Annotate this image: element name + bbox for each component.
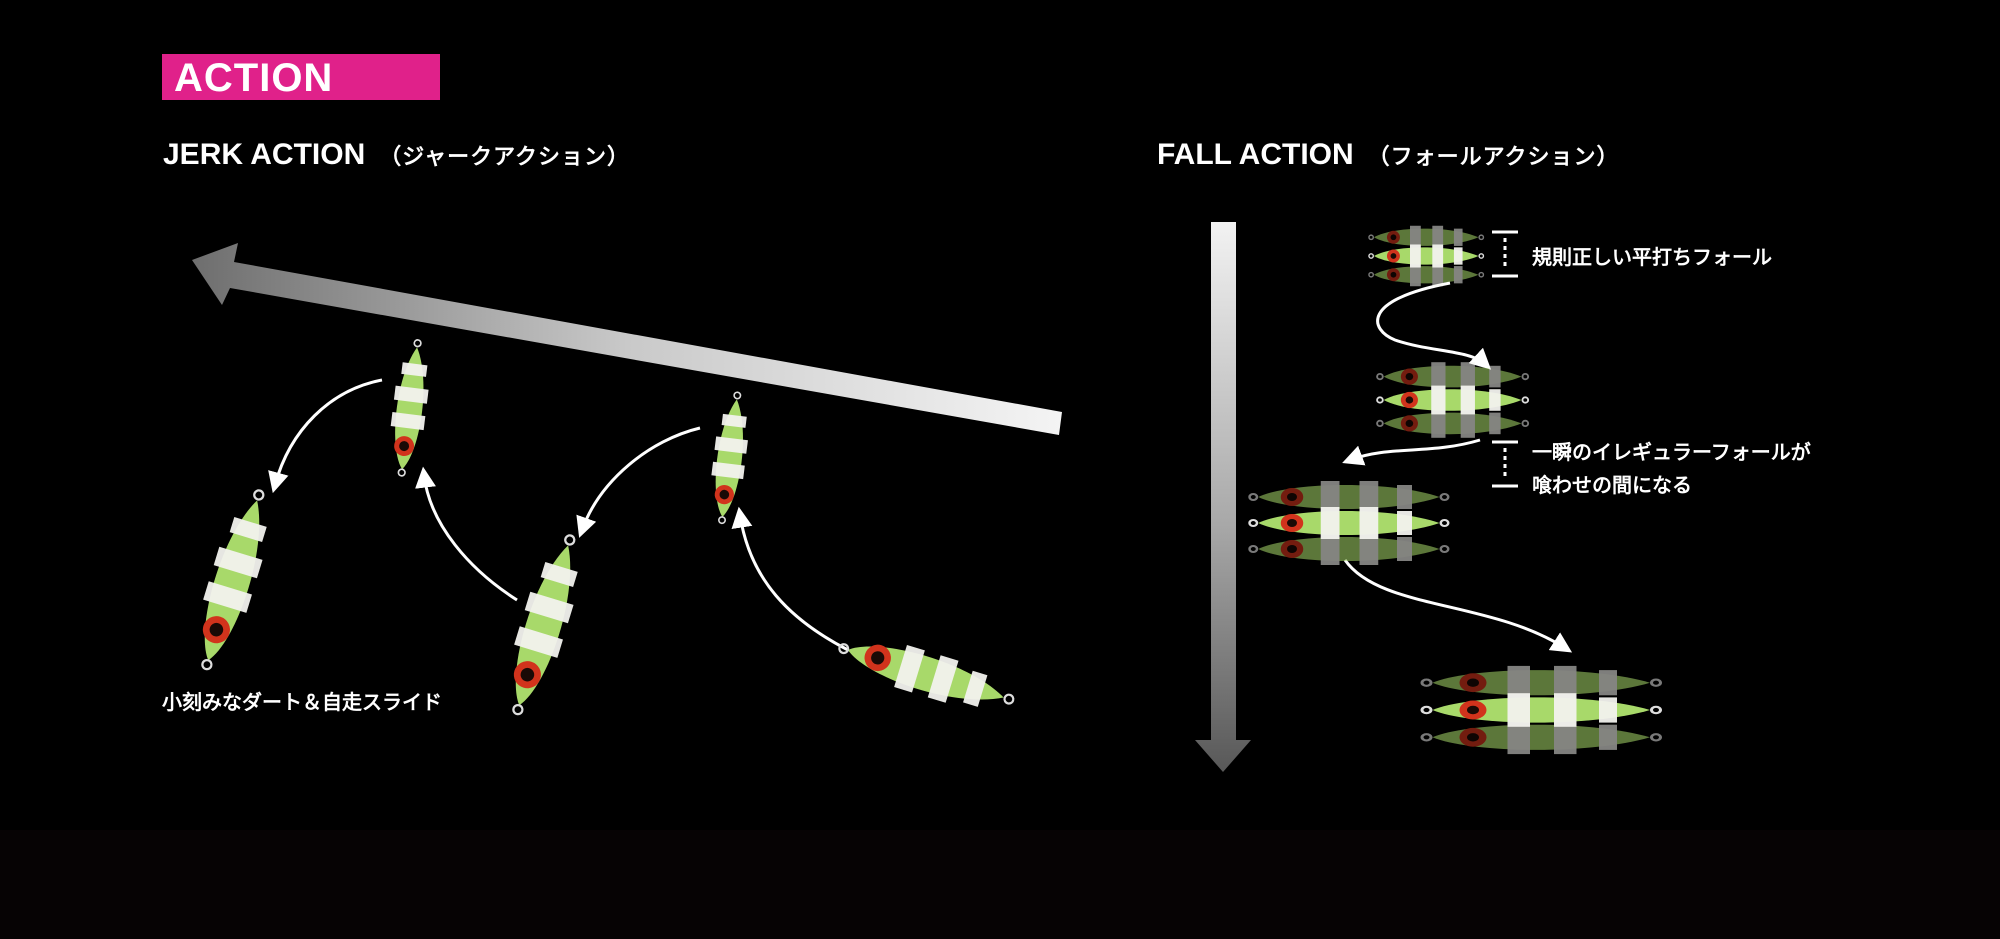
- fall-path-arrow-2: [1342, 438, 1481, 466]
- fall-path-arrow-3: [1343, 559, 1573, 653]
- fall-path-arrows: [1342, 281, 1573, 653]
- action-diagram: [182, 222, 2000, 772]
- fall-note-regular: 規則正しい平打ちフォール: [1532, 245, 1772, 269]
- bottom-band: [0, 830, 2000, 939]
- fall-bracket-2: [1492, 440, 1518, 488]
- fall-action-subtitle: （フォールアクション）: [1367, 144, 1620, 169]
- fall-action-heading: FALL ACTION （フォールアクション）: [1157, 137, 1620, 175]
- jerk-path-arrow-4: [268, 378, 383, 494]
- jerk-action-title: JERK ACTION: [163, 138, 366, 171]
- fall-note-irregular-line2: 喰わせの間になる: [1532, 473, 1692, 497]
- jerk-lure-4: [383, 337, 436, 479]
- fall-direction-arrow: [1195, 222, 1251, 772]
- jerk-lure-2: [704, 389, 755, 527]
- jerk-path-arrow-2: [576, 426, 701, 538]
- jerk-action-heading: JERK ACTION （ジャークアクション）: [163, 137, 630, 175]
- jerk-path-arrow-1: [731, 506, 849, 652]
- fall-lure-group-4: [1422, 666, 1661, 754]
- action-badge-label: ACTION: [174, 56, 334, 100]
- jerk-action-subtitle: （ジャークアクション）: [379, 144, 631, 169]
- fall-lure-group-1: [1369, 226, 1483, 286]
- jerk-path-arrow-3: [415, 466, 518, 602]
- jerk-lure-3: [493, 527, 594, 722]
- jerk-direction-arrow: [192, 243, 1062, 435]
- fall-bracket-1: [1492, 230, 1518, 278]
- jerk-lure-1: [832, 625, 1021, 723]
- jerk-caption: 小刻みなダート＆自走スライド: [162, 690, 442, 714]
- jerk-lure-5: [182, 482, 283, 677]
- fall-lure-group-3: [1250, 481, 1449, 565]
- fall-path-arrow-1: [1376, 281, 1492, 370]
- jerk-path-arrows: [268, 378, 849, 652]
- fall-note-irregular-line1: 一瞬のイレギュラーフォールが: [1532, 440, 1811, 464]
- fall-action-title: FALL ACTION: [1157, 138, 1354, 171]
- fall-lure-group-2: [1377, 362, 1528, 438]
- action-badge: ACTION: [162, 54, 440, 100]
